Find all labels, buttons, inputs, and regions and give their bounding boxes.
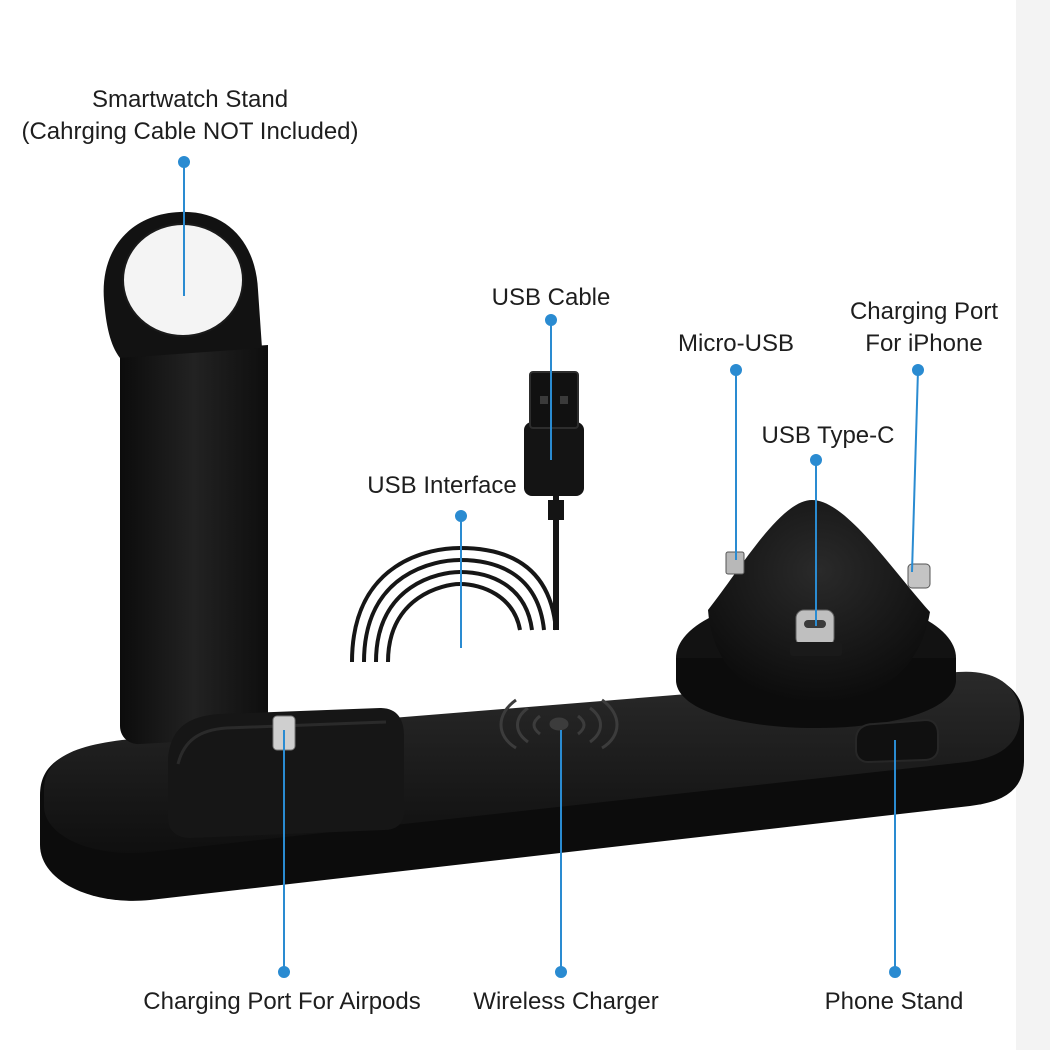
label-line: (Cahrging Cable NOT Included): [21, 118, 359, 145]
label-charging-port-iphone: Charging Port For iPhone: [850, 296, 998, 360]
phone-stand-pad: [855, 718, 939, 764]
lightning-connector-phone: [907, 563, 931, 589]
label-line: Charging Port: [849, 298, 999, 325]
label-charging-port-airpods: Charging Port For Airpods: [143, 986, 420, 1018]
label-line: For iPhone: [865, 330, 983, 357]
label-smartwatch-stand: Smartwatch Stand (Cahrging Cable NOT Inc…: [21, 84, 358, 148]
label-line: Wireless Charger: [473, 988, 659, 1015]
label-usb-interface: USB Interface: [367, 470, 516, 502]
label-phone-stand: Phone Stand: [825, 986, 964, 1018]
usb-cable-coil: [350, 545, 558, 663]
label-micro-usb: Micro-USB: [678, 328, 794, 360]
usb-plug-metal: [529, 371, 579, 429]
edge-strip: [1016, 0, 1050, 1050]
label-line: Smartwatch Stand: [91, 86, 289, 113]
wireless-charging-icon: [499, 698, 619, 750]
label-line: Charging Port For Airpods: [143, 988, 421, 1015]
label-usb-cable: USB Cable: [492, 282, 611, 314]
label-wireless-charger: Wireless Charger: [473, 986, 658, 1018]
label-line: Phone Stand: [824, 988, 964, 1015]
label-line: USB Interface: [367, 472, 517, 499]
label-line: USB Type-C: [761, 422, 895, 449]
phone-dock-cone: [708, 500, 930, 702]
usb-plug-body: [524, 422, 584, 496]
label-line: USB Cable: [491, 284, 611, 311]
label-usb-type-c: USB Type-C: [762, 420, 895, 452]
label-line: Micro-USB: [677, 330, 795, 357]
smartwatch-stand-body: [120, 345, 268, 745]
airpods-cradle: [168, 708, 404, 838]
callout-lines: [178, 156, 924, 978]
